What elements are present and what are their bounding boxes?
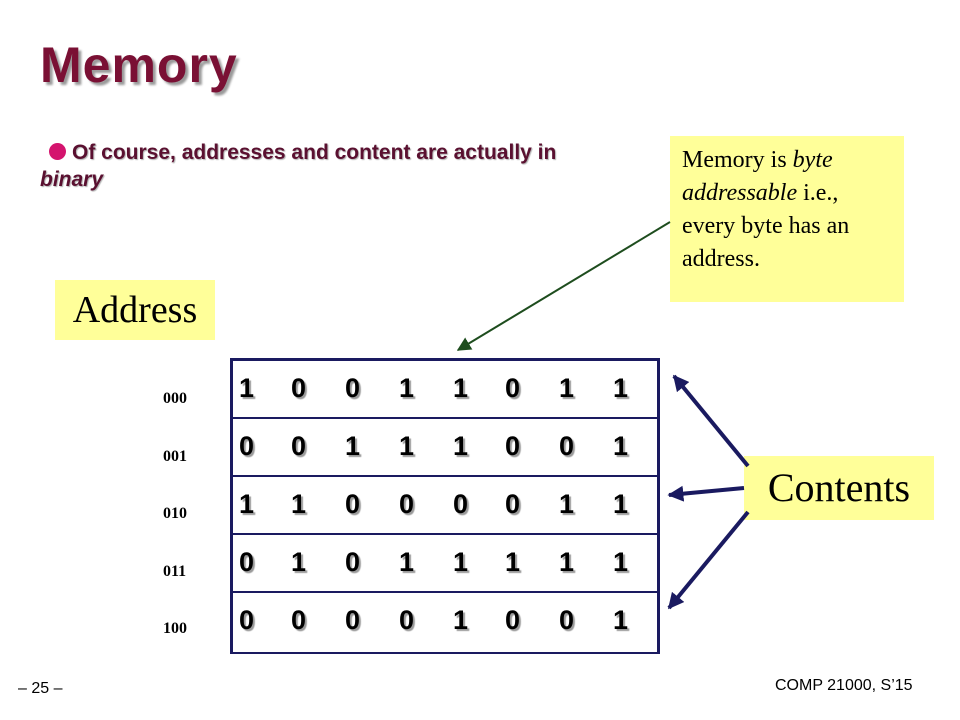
memory-bit: 0 xyxy=(399,489,415,519)
memory-bit: 0 xyxy=(239,605,255,635)
memory-bit: 0 xyxy=(345,373,361,403)
memory-bit: 1 xyxy=(399,431,415,461)
memory-bit: 1 xyxy=(613,489,629,519)
memory-bit: 0 xyxy=(505,605,521,635)
memory-bit: 1 xyxy=(613,605,629,635)
memory-bit: 0 xyxy=(291,373,307,403)
memory-bit: 0 xyxy=(239,431,255,461)
memory-bit: 1 xyxy=(613,373,629,403)
memory-bit: 1 xyxy=(399,547,415,577)
memory-bit: 1 xyxy=(239,373,255,403)
memory-bit: 0 xyxy=(453,489,469,519)
memory-row: 1 1 0 0 0 0 1 1 xyxy=(233,477,657,535)
memory-bit: 1 xyxy=(239,489,255,519)
note-text-italic: byte addressable xyxy=(682,147,833,206)
address-value: 100 xyxy=(163,620,187,637)
contents-arrow-bottom xyxy=(667,510,750,610)
contents-label: Contents xyxy=(744,456,934,520)
page-number: – 25 – xyxy=(18,680,63,697)
memory-bit: 1 xyxy=(559,489,575,519)
memory-bit: 1 xyxy=(345,431,361,461)
memory-bit: 1 xyxy=(613,431,629,461)
memory-bit: 0 xyxy=(291,605,307,635)
memory-row: 0 0 1 1 1 0 0 1 xyxy=(233,419,657,477)
note-arrow xyxy=(456,221,671,351)
memory-row: 0 0 0 0 1 0 0 1 xyxy=(233,593,657,651)
memory-row: 0 1 0 1 1 1 1 1 xyxy=(233,535,657,593)
memory-bit: 1 xyxy=(559,373,575,403)
memory-bit: 0 xyxy=(345,547,361,577)
memory-bit: 1 xyxy=(453,605,469,635)
memory-grid: 1 0 0 1 1 0 1 1 0 0 1 1 1 0 0 1 1 1 0 0 0 0 1 1 0 1 0 1 1 1 1 1 0 0 0 0 1 0 0 1 xyxy=(230,358,660,654)
address-value: 001 xyxy=(163,447,187,465)
address-value: 000 xyxy=(163,390,187,407)
memory-bit: 1 xyxy=(505,547,521,577)
contents-arrow-middle xyxy=(667,485,745,502)
note-text-1: Memory is xyxy=(682,147,793,173)
memory-bit: 1 xyxy=(291,547,307,577)
callout-note: Memory is byte addressable i.e., every b… xyxy=(670,136,904,302)
memory-bit: 1 xyxy=(291,489,307,519)
memory-bit: 0 xyxy=(399,605,415,635)
memory-bit: 0 xyxy=(291,431,307,461)
memory-bit: 1 xyxy=(613,547,629,577)
memory-row: 1 0 0 1 1 0 1 1 xyxy=(233,361,657,419)
address-value: 011 xyxy=(163,562,187,580)
bullet-text-italic: binary xyxy=(40,168,104,191)
memory-bit: 0 xyxy=(505,373,521,403)
memory-bit: 0 xyxy=(345,605,361,635)
memory-bit: 1 xyxy=(399,373,415,403)
memory-bit: 0 xyxy=(559,605,575,635)
contents-arrow-top xyxy=(672,374,750,468)
memory-bit: 0 xyxy=(345,489,361,519)
memory-bit: 1 xyxy=(453,431,469,461)
bullet-point: Of course, addresses and content are act… xyxy=(40,139,580,193)
memory-bit: 1 xyxy=(453,547,469,577)
address-value: 010 xyxy=(163,505,187,522)
memory-bit: 0 xyxy=(559,431,575,461)
memory-bit: 1 xyxy=(453,373,469,403)
slide-title: Memory xyxy=(40,37,238,93)
course-label: COMP 21000, S’15 xyxy=(775,677,913,694)
memory-bit: 0 xyxy=(505,489,521,519)
note-text-2: i.e., every byte has an address. xyxy=(682,180,850,272)
memory-bit: 0 xyxy=(239,547,255,577)
bullet-text: Of course, addresses and content are act… xyxy=(72,141,557,164)
memory-bit: 0 xyxy=(505,431,521,461)
address-label: Address xyxy=(55,280,215,340)
bullet-dot-icon xyxy=(49,143,66,160)
memory-bit: 1 xyxy=(559,547,575,577)
